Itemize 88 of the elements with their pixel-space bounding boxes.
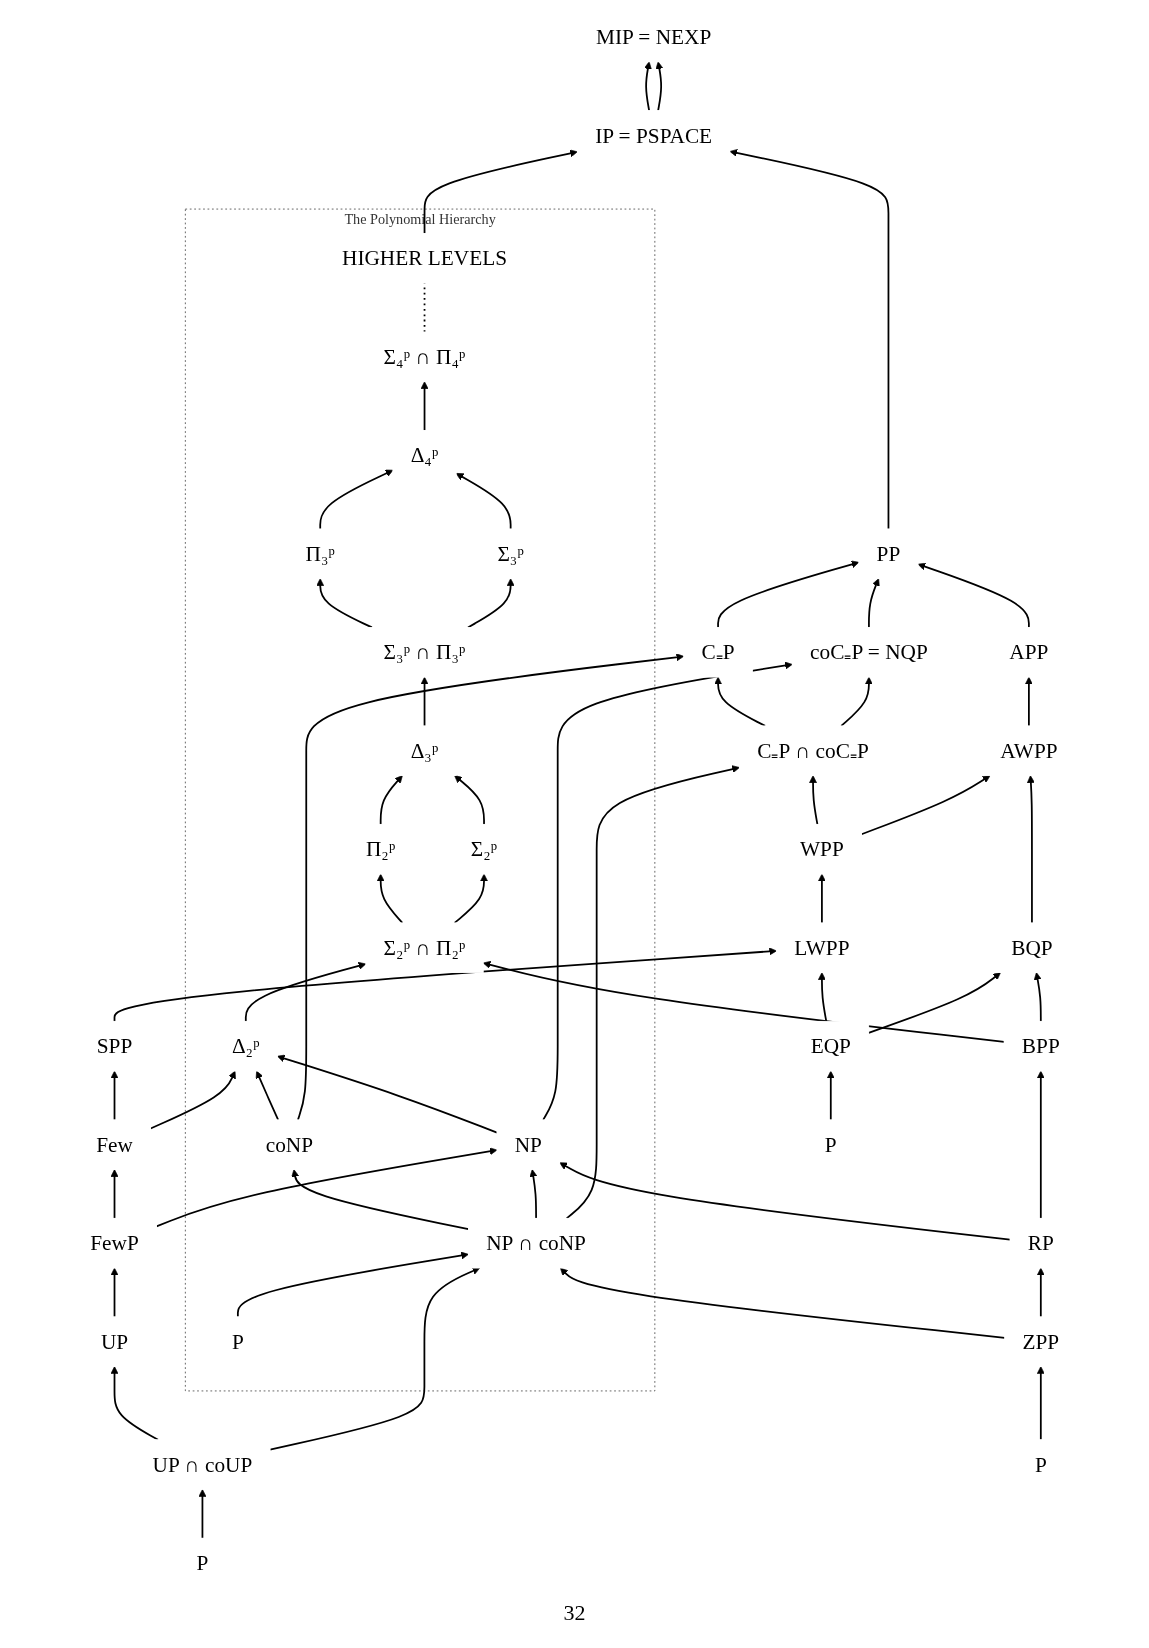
node-text: Few	[95, 1133, 133, 1157]
arrow	[110, 1169, 118, 1220]
arrow	[420, 676, 428, 727]
node-text: Σ₂ᵖ	[470, 837, 497, 861]
arrow	[529, 1169, 537, 1220]
arrow	[482, 960, 1005, 1043]
node-text: UP ∩ coUP	[152, 1453, 252, 1477]
arrow	[808, 775, 818, 826]
node-text: UP	[100, 1330, 128, 1354]
node-text: P	[824, 1133, 837, 1157]
node-text: AWPP	[999, 739, 1058, 763]
arrow	[558, 1162, 1011, 1241]
arrow	[541, 661, 793, 1121]
arrow	[729, 149, 889, 530]
node-text: PP	[876, 542, 900, 566]
node-text: Δ₃ᵖ	[410, 739, 438, 763]
node-text: P	[231, 1330, 244, 1354]
node-text: NP ∩ coNP	[485, 1231, 586, 1255]
node-text: LWPP	[793, 936, 850, 960]
arrow	[296, 653, 684, 1121]
arrow	[466, 578, 515, 629]
arrow	[867, 972, 1001, 1034]
arrow	[379, 775, 403, 826]
arrow	[420, 381, 428, 432]
node-text: IP = PSPACE	[594, 123, 712, 147]
node-text: Σ₃ᵖ	[496, 542, 524, 566]
arrow	[155, 1147, 497, 1228]
arrow	[110, 1366, 159, 1441]
arrow	[867, 578, 880, 629]
arrow	[315, 578, 373, 629]
arrow	[453, 775, 485, 826]
arrow	[453, 873, 488, 924]
arrow	[255, 1070, 279, 1121]
arrow	[113, 947, 777, 1023]
arrow	[149, 1070, 236, 1130]
node-text: NP	[514, 1133, 542, 1157]
node-text: BQP	[1010, 936, 1053, 960]
arrow	[423, 149, 578, 235]
page-number: 32	[562, 1600, 587, 1626]
arrow	[198, 1489, 206, 1540]
arrow	[318, 469, 393, 530]
node-text: coC₌P = NQP	[809, 640, 928, 664]
arrow	[1036, 1267, 1045, 1318]
arrow	[1036, 1070, 1045, 1220]
node-text: APP	[1008, 640, 1048, 664]
node-text: P	[196, 1551, 208, 1575]
node-text: BPP	[1021, 1034, 1060, 1058]
arrow	[860, 775, 990, 836]
node-text: Π₃ᵖ	[305, 542, 335, 566]
node-text: RP	[1027, 1231, 1054, 1255]
node-text: Δ₂ᵖ	[231, 1034, 260, 1058]
arrow	[268, 1267, 480, 1451]
node-text: Π₂ᵖ	[365, 837, 395, 861]
arrow	[826, 1070, 835, 1121]
arrow	[244, 962, 366, 1023]
arrow	[817, 873, 826, 924]
arrow	[1026, 775, 1035, 924]
arrow	[290, 1169, 469, 1231]
arrow	[839, 676, 873, 727]
arrow	[1024, 676, 1033, 727]
arrow	[917, 562, 1030, 629]
arrow	[1033, 972, 1042, 1023]
node-text: Σ₃ᵖ ∩ Π₃ᵖ	[383, 640, 465, 664]
node-text: Σ₄ᵖ ∩ Π₄ᵖ	[383, 345, 465, 369]
node-text: MIP = NEXP	[595, 25, 711, 49]
arrow	[655, 61, 663, 112]
node-text: HIGHER LEVELS	[341, 246, 507, 270]
arrow	[110, 1267, 118, 1318]
arrow	[817, 972, 827, 1023]
arrow	[276, 1054, 498, 1134]
arrow	[643, 61, 652, 112]
arrow	[559, 1267, 1006, 1339]
arrow	[716, 560, 859, 629]
node-text: coNP	[265, 1133, 313, 1157]
node-text: FewP	[89, 1231, 139, 1255]
node-text: SPP	[96, 1034, 132, 1058]
arrow	[1036, 1366, 1045, 1441]
arrow	[376, 873, 403, 924]
arrow	[565, 765, 740, 1220]
node-text: Δ₄ᵖ	[410, 443, 438, 467]
arrow	[455, 473, 512, 530]
arrow	[110, 1070, 118, 1121]
node-text: ZPP	[1021, 1330, 1059, 1354]
node-text: WPP	[799, 837, 844, 861]
node-text: C₌P ∩ coC₌P	[756, 739, 869, 763]
arrow	[236, 1251, 469, 1318]
arrow	[713, 676, 766, 727]
node-text: P	[1034, 1453, 1047, 1477]
